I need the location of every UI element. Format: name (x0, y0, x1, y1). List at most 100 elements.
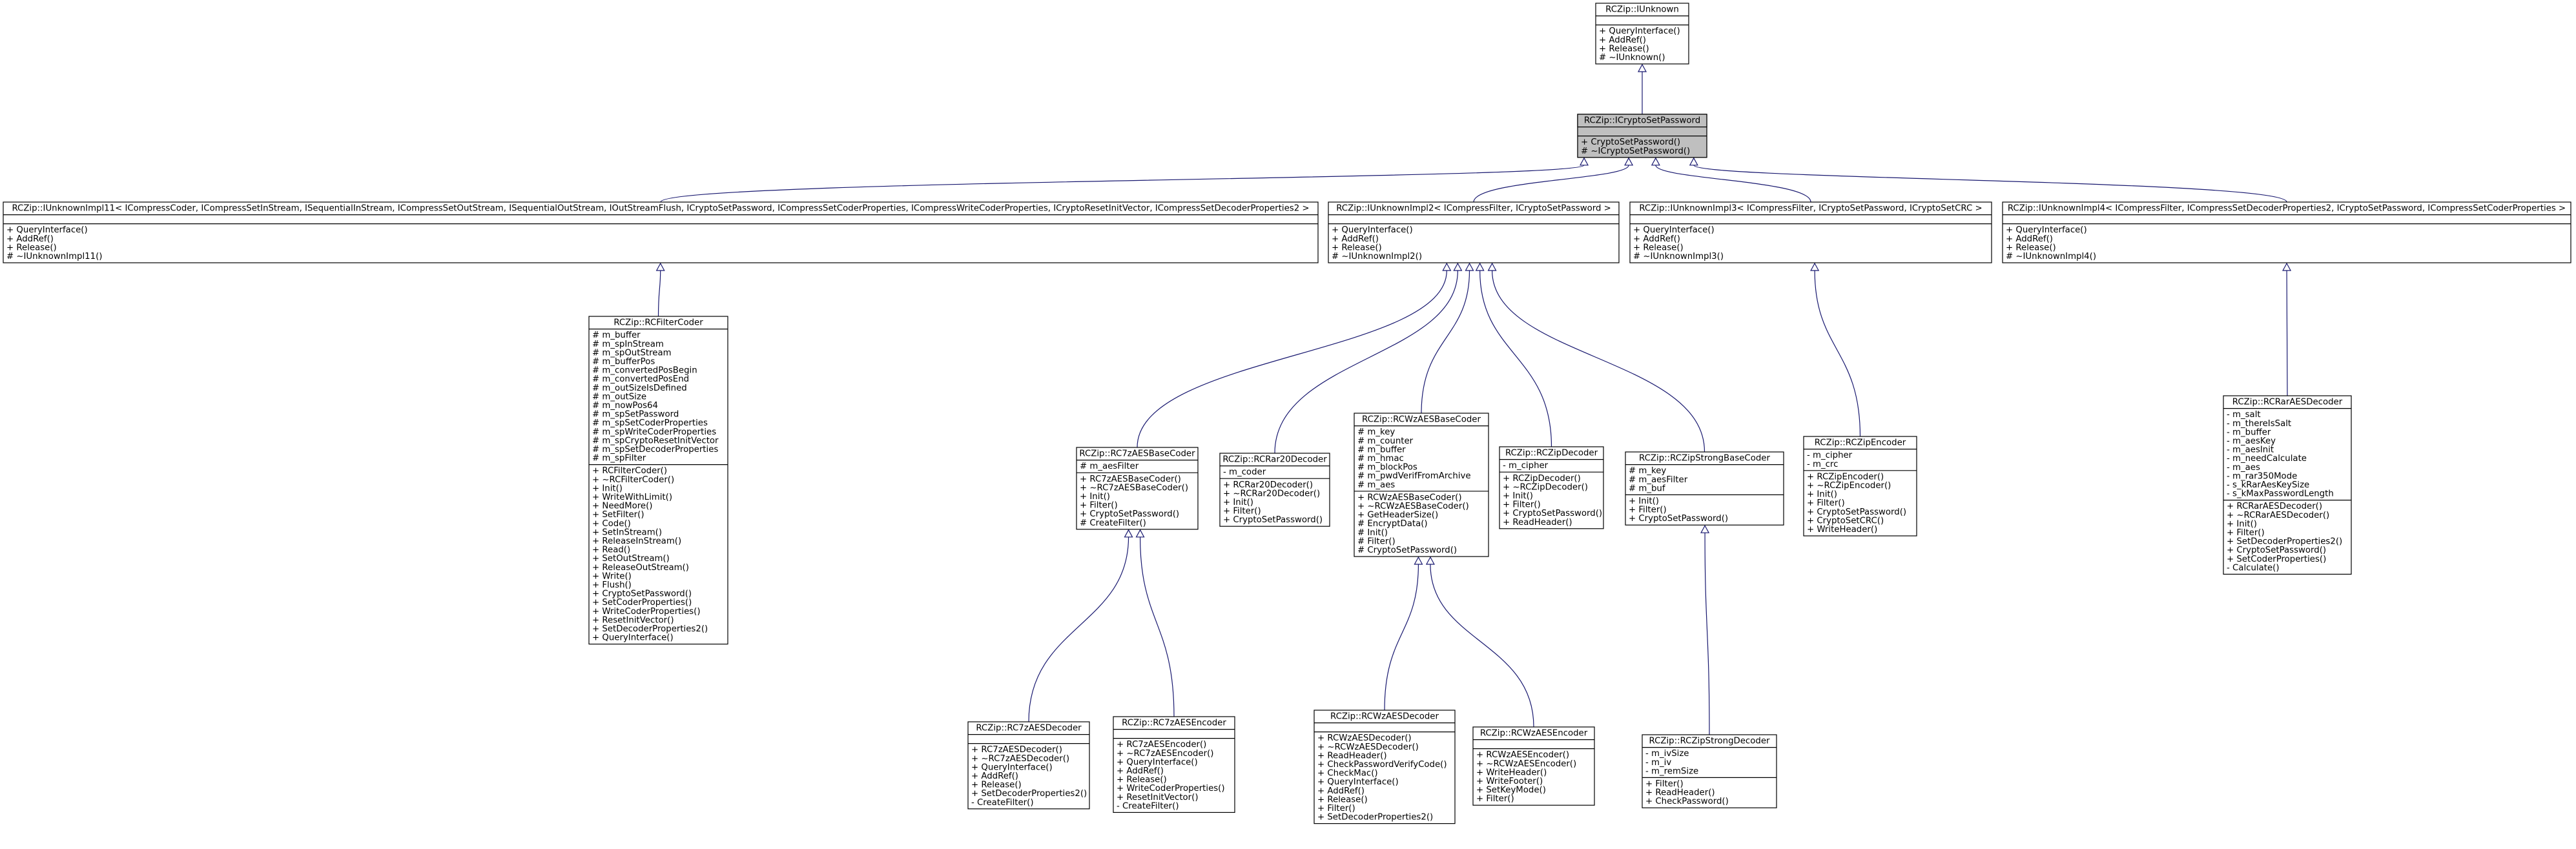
class-method: + ReleaseInStream() (592, 537, 681, 546)
class-method: + ReadHeader() (1503, 518, 1572, 527)
class-method: + SetDecoderProperties2() (592, 624, 708, 634)
class-method: + QueryInterface() (2006, 225, 2087, 235)
class-method: + RC7zAESEncoder() (1117, 740, 1206, 750)
inheritance-arrowhead (1414, 556, 1423, 565)
inheritance-arrowhead (1135, 529, 1145, 538)
class-method: + Init() (1223, 498, 1253, 507)
class-node-rcwzaesbasecoder[interactable]: RCZip::RCWzAESBaseCoder# m_key# m_counte… (1354, 413, 1489, 557)
class-node-rc7zaesdecoder[interactable]: RCZip::RC7zAESDecoder+ RC7zAESDecoder()+… (967, 721, 1090, 810)
class-method: + ~RCFilterCoder() (592, 475, 674, 485)
class-method: + ReadHeader() (1317, 751, 1387, 761)
class-node-iunknown[interactable]: RCZip::IUnknown+ QueryInterface()+ AddRe… (1595, 3, 1689, 65)
class-method: + Init() (592, 484, 623, 493)
class-method: + CryptoSetPassword() (1223, 515, 1323, 525)
class-method: + Filter() (1223, 507, 1261, 517)
class-method: + RCWzAESEncoder() (1476, 750, 1569, 760)
class-name: RCZip::ICryptoSetPassword (1584, 116, 1700, 126)
class-box (1499, 446, 1604, 529)
class-method: + CheckMac() (1317, 769, 1378, 779)
class-method: + SetOutStream() (592, 554, 670, 564)
class-method: + ~RCWzAESDecoder() (1317, 742, 1419, 752)
class-method: + AddRef() (6, 234, 54, 244)
class-node-iunknownimpl3[interactable]: RCZip::IUnknownImpl3< ICompressFilter, I… (1629, 201, 1992, 263)
class-attribute: # m_key (1629, 466, 1666, 476)
inheritance-edge (1421, 270, 1470, 414)
class-attribute: - m_ivSize (1645, 749, 1689, 759)
class-method: # CryptoSetPassword() (1357, 546, 1457, 555)
class-method: + SetKeyMode() (1476, 786, 1546, 795)
class-method: + AddRef() (1117, 766, 1164, 776)
class-method: + AddRef() (1332, 234, 1379, 244)
class-method: + Init() (1503, 491, 1533, 501)
class-node-rcraraesdecoder[interactable]: RCZip::RCRarAESDecoder- m_salt- m_thereI… (2223, 395, 2352, 575)
inheritance-edge (660, 165, 1585, 203)
inheritance-edges (655, 63, 2292, 735)
class-method: + Code() (592, 519, 631, 529)
class-node-rcrar20decoder[interactable]: RCZip::RCRar20Decoder- m_coder+ RCRar20D… (1219, 453, 1330, 527)
class-node-rczipencoder[interactable]: RCZip::RCZipEncoder- m_cipher- m_crc+ RC… (1803, 436, 1917, 537)
class-attribute: - m_thereIsSalt (2227, 419, 2291, 429)
class-attribute: # m_spOutStream (592, 348, 672, 358)
inheritance-arrowhead (655, 262, 665, 271)
class-method: + ReleaseOutStream() (592, 563, 689, 573)
class-method: + Init() (1080, 492, 1110, 502)
class-method: + RCZipDecoder() (1503, 474, 1581, 484)
class-method: + ~RCRarAESDecoder() (2227, 511, 2329, 520)
class-method: + ~RCZipEncoder() (1807, 481, 1891, 491)
class-node-rcwzaesencoder[interactable]: RCZip::RCWzAESEncoder+ RCWzAESEncoder()+… (1472, 726, 1595, 806)
class-node-rc7zaesencoder[interactable]: RCZip::RC7zAESEncoder+ RC7zAESEncoder()+… (1113, 716, 1235, 813)
inheritance-edge (1704, 533, 1710, 735)
class-box (1803, 436, 1917, 537)
class-method: # ~IUnknownImpl11() (6, 252, 102, 261)
inheritance-arrowhead (1624, 157, 1634, 166)
class-node-rc7zaesbasecoder[interactable]: RCZip::RC7zAESBaseCoder# m_aesFilter+ RC… (1076, 447, 1199, 530)
class-method: + QueryInterface() (1599, 26, 1680, 36)
class-attribute: - m_iv (1645, 758, 1671, 768)
class-node-iunknownimpl4[interactable]: RCZip::IUnknownImpl4< ICompressFilter, I… (2002, 201, 2571, 263)
inheritance-edge (1137, 270, 1447, 448)
class-name: RCZip::RCFilterCoder (613, 318, 703, 328)
class-node-iunknownimpl2[interactable]: RCZip::IUnknownImpl2< ICompressFilter, I… (1328, 201, 1620, 263)
class-method: + SetDecoderProperties2() (971, 789, 1087, 799)
class-method: + QueryInterface() (592, 633, 674, 643)
class-method: + Init() (1629, 496, 1659, 506)
class-node-rczipdecoder[interactable]: RCZip::RCZipDecoder- m_cipher+ RCZipDeco… (1499, 446, 1604, 529)
class-method: + Release() (1317, 795, 1368, 804)
class-attribute: # m_convertedPosBegin (592, 366, 697, 376)
class-node-icryptosetpassword[interactable]: RCZip::ICryptoSetPassword+ CryptoSetPass… (1577, 114, 1707, 158)
class-method: # CreateFilter() (1080, 518, 1146, 528)
class-method: + AddRef() (2006, 234, 2053, 244)
class-node-rcfiltercoder[interactable]: RCZip::RCFilterCoder# m_buffer# m_spInSt… (588, 316, 728, 645)
class-attribute: # m_spSetDecoderProperties (592, 445, 718, 455)
inheritance-arrowhead (1487, 262, 1497, 271)
class-node-rcwzaesdecoder[interactable]: RCZip::RCWzAESDecoder+ RCWzAESDecoder()+… (1314, 710, 1456, 824)
class-name: RCZip::IUnknownImpl2< ICompressFilter, I… (1336, 204, 1611, 214)
inheritance-arrowhead (1465, 262, 1474, 271)
class-method: + AddRef() (1599, 36, 1646, 45)
class-method: + ~RCWzAESEncoder() (1476, 759, 1576, 769)
class-node-rczipstrongdecoder[interactable]: RCZip::RCZipStrongDecoder- m_ivSize- m_i… (1642, 734, 1777, 808)
class-attribute: # m_aesFilter (1080, 462, 1139, 471)
class-attribute: - m_crc (1807, 460, 1838, 469)
inheritance-edge (1492, 270, 1705, 453)
class-attribute: - m_cipher (1807, 451, 1853, 460)
class-name: RCZip::IUnknownImpl4< ICompressFilter, I… (2008, 204, 2566, 214)
class-attribute: # m_key (1357, 427, 1395, 437)
class-node-iunknownimpl11[interactable]: RCZip::IUnknownImpl11< ICompressCoder, I… (3, 201, 1319, 263)
class-attribute: # m_buffer (592, 331, 641, 340)
class-attribute: # m_outSizeIsDefined (592, 384, 687, 393)
class-box (967, 721, 1090, 810)
class-method: + Release() (1117, 775, 1167, 785)
class-box (1314, 710, 1456, 824)
class-name: RCZip::RCZipStrongDecoder (1649, 737, 1770, 746)
class-node-rczipstrongbasecoder[interactable]: RCZip::RCZipStrongBaseCoder# m_key# m_ae… (1625, 451, 1784, 526)
class-nodes: RCZip::IUnknown+ QueryInterface()+ AddRe… (3, 3, 2571, 824)
inheritance-edge (1473, 165, 1629, 203)
class-method: + NeedMore() (592, 502, 652, 511)
class-method: + ~RC7zAESDecoder() (971, 754, 1069, 764)
class-method: + ~RCZipDecoder() (1503, 482, 1588, 492)
class-method: + QueryInterface() (971, 762, 1053, 772)
class-method: + SetDecoderProperties2() (2227, 537, 2342, 547)
class-method: # ~IUnknownImpl4() (2006, 252, 2096, 261)
